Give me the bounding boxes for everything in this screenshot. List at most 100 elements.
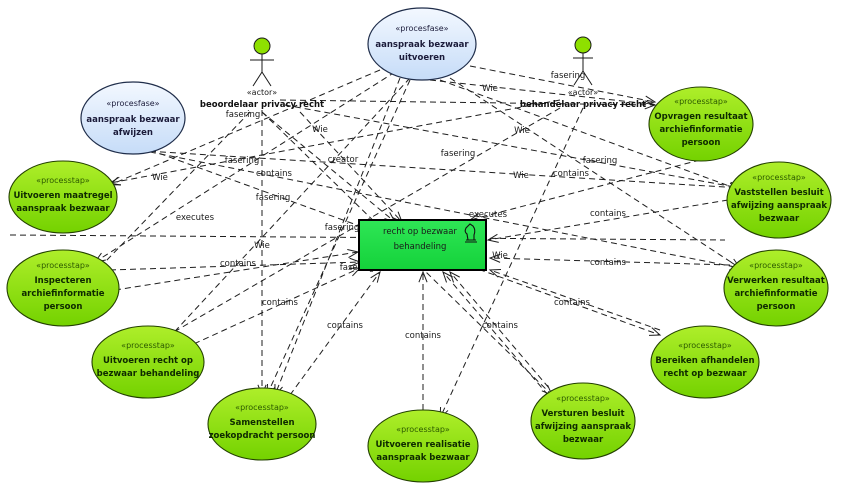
processtap-bereiken-afhandelen-recht-op-bezwaar[interactable]: «processtap» Bereiken afhandelen recht op … bbox=[650, 325, 760, 399]
element-name: aanspraak bezwaar bbox=[376, 453, 470, 463]
relationship-label-wie: Wie bbox=[482, 84, 498, 94]
arrowhead-icon bbox=[486, 233, 499, 243]
element-name: Verwerken resultaat bbox=[727, 276, 825, 286]
procesfase-aanspraak-bezwaar-uitvoeren[interactable]: «procesfase» aanspraak bezwaar uitvoeren bbox=[367, 7, 477, 81]
relationship-line bbox=[109, 99, 561, 184]
element-name: Uitvoeren maatregel bbox=[13, 191, 112, 201]
relationship-label-fasering: fasering bbox=[583, 156, 618, 166]
actor-name: beoordelaar privacy recht bbox=[200, 100, 324, 110]
relationship-label-fasering: fasering bbox=[225, 156, 260, 166]
arrowhead-icon bbox=[370, 270, 381, 283]
element-name: bezwaar behandeling bbox=[97, 369, 200, 379]
artifact-name: recht op bezwaar bbox=[383, 227, 457, 237]
processtap-uitvoeren-recht-op-bezwaar-behandeling[interactable]: «processtap» Uitvoeren recht op bezwaar be… bbox=[91, 325, 205, 399]
element-name: archiefinformatie bbox=[21, 289, 104, 299]
relationship-line bbox=[439, 79, 741, 191]
element-name: Versturen besluit bbox=[541, 409, 624, 419]
procesfase-aanspraak-bezwaar-afwijzen[interactable]: «procesfase» aanspraak bezwaar afwijzen bbox=[80, 81, 186, 155]
processtap-uitvoeren-realisatie-aanspraak-bezwaar[interactable]: «processtap»Uitvoeren realisatieaanspraa… bbox=[367, 409, 479, 483]
element-name: archiefinformatie bbox=[734, 289, 817, 299]
arrowhead-icon bbox=[644, 95, 657, 105]
element-name: Uitvoeren recht op bbox=[103, 356, 193, 366]
stereotype-label: «processtap» bbox=[121, 341, 175, 350]
element-name: afwijzing aanspraak bbox=[731, 201, 827, 211]
relationship-label-wie: Wie bbox=[513, 171, 529, 181]
relationship-label-contains: contains bbox=[590, 209, 627, 219]
element-name: recht op bezwaar bbox=[663, 369, 747, 379]
element-name: persoon bbox=[757, 302, 796, 312]
stereotype-label: «processtap» bbox=[678, 341, 732, 350]
relationship-label-fasering: fasering bbox=[551, 71, 586, 81]
relationship-line bbox=[442, 271, 549, 396]
relationship-label-executes: executes bbox=[469, 210, 508, 220]
relationship-label-wie: Wie bbox=[254, 241, 270, 251]
relationship-label-creator: creator bbox=[328, 155, 359, 165]
arrowhead-icon bbox=[648, 327, 662, 336]
relationship-line bbox=[104, 111, 251, 263]
processtap-opvragen-resultaat-archiefinformatie-persoon[interactable]: «processtap» Opvragen resultaat archiefinf… bbox=[648, 86, 754, 162]
element-name: aanspraak bezwaar bbox=[16, 204, 110, 214]
relationship-line bbox=[469, 65, 656, 103]
artifact-recht-op-bezwaar-behandeling[interactable]: recht op bezwaar behandeling bbox=[358, 219, 487, 271]
relationship-line bbox=[129, 149, 741, 189]
relationship-line bbox=[266, 79, 411, 396]
stereotype-label: «processtap» bbox=[749, 261, 803, 270]
relationship-line bbox=[94, 71, 396, 263]
element-name: Vaststellen besluit bbox=[734, 188, 823, 198]
relationship-label-fasering: fasering bbox=[441, 149, 476, 159]
actor-behandelaar-privacy-recht[interactable]: «actor» behandelaar privacy recht bbox=[520, 36, 646, 110]
arrowhead-icon bbox=[488, 269, 502, 278]
chess-knight-icon bbox=[464, 223, 477, 243]
arrowhead-icon bbox=[418, 270, 428, 283]
arrowhead-icon bbox=[488, 253, 501, 263]
relationship-label-wie: Wie bbox=[514, 126, 530, 136]
element-name: Samenstellen bbox=[229, 418, 294, 428]
relationship-line bbox=[299, 111, 403, 223]
element-name: persoon bbox=[44, 302, 83, 312]
artifact-name: behandeling bbox=[394, 242, 447, 252]
relationship-line bbox=[274, 77, 401, 396]
element-name: afwijzing aanspraak bbox=[535, 422, 631, 432]
actor-beoordelaar-privacy-recht[interactable]: «actor» beoordelaar privacy recht bbox=[200, 37, 324, 110]
element-name: Bereiken afhandelen bbox=[655, 356, 754, 366]
relationship-line bbox=[109, 261, 361, 271]
processtap-inspecteren-archiefinformatie-persoon[interactable]: «processtap»Inspecterenarchiefinformatie… bbox=[6, 249, 120, 327]
relationship-line bbox=[261, 111, 396, 223]
relationship-label-contains: contains bbox=[256, 169, 293, 179]
relationship-label-fasering: fasering bbox=[325, 223, 360, 233]
element-name: bezwaar bbox=[759, 214, 800, 224]
stereotype-label: «processtap» bbox=[752, 173, 806, 182]
relationship-line bbox=[284, 104, 741, 189]
relationship-line bbox=[184, 267, 361, 349]
element-name: zoekopdracht persoon bbox=[209, 431, 316, 441]
processtap-uitvoeren-maatregel-aanspraak-bezwaar[interactable]: «processtap»Uitvoeren maatregelaanspraak… bbox=[8, 160, 118, 234]
processtap-verwerken-resultaat-archiefinformatie-persoon[interactable]: «processtap» Verwerken resultaat archiefin… bbox=[723, 249, 829, 327]
relationship-label-contains: contains bbox=[405, 331, 442, 341]
stereotype-label: «procesfase» bbox=[106, 99, 159, 108]
relationship-line bbox=[487, 199, 729, 241]
element-name: Opvragen resultaat bbox=[654, 112, 747, 122]
element-name: archiefinformatie bbox=[659, 125, 742, 135]
relationship-line bbox=[114, 251, 359, 291]
relationship-line bbox=[489, 257, 731, 266]
element-name: Uitvoeren realisatie bbox=[375, 440, 470, 450]
relationship-line bbox=[279, 99, 656, 106]
relationship-label-contains: contains bbox=[262, 298, 299, 308]
relationship-line bbox=[164, 77, 411, 343]
relationship-label-contains: contains bbox=[482, 321, 519, 331]
arrowhead-icon bbox=[644, 100, 657, 110]
processtap-vaststellen-besluit-afwijzing-aanspraak-bezwaar[interactable]: «processtap» Vaststellen besluit afwijzing… bbox=[726, 161, 832, 239]
stereotype-label: «processtap» bbox=[674, 97, 728, 106]
relationship-line bbox=[449, 77, 741, 269]
relationship-label-wie: Wie bbox=[312, 125, 328, 135]
relationship-label-contains: contains bbox=[327, 321, 364, 331]
stereotype-label: «actor» bbox=[247, 88, 278, 97]
element-name: afwijzen bbox=[113, 128, 153, 138]
relationship-label-wie: Wie bbox=[152, 173, 168, 183]
relationship-label-contains: contains bbox=[553, 169, 590, 179]
relationship-label-fasering: fasering bbox=[340, 263, 375, 273]
